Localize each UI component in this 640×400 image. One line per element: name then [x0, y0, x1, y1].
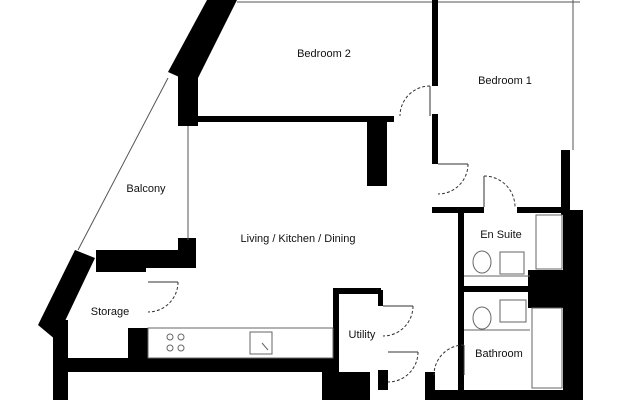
bathroom-basin-icon [499, 299, 527, 323]
wall-storage-top [96, 266, 146, 272]
bathtub-icon [531, 307, 563, 389]
label-bedroom-2: Bedroom 2 [297, 48, 351, 60]
wall-utility-left [333, 288, 339, 378]
wall-ensuite-left [458, 210, 464, 400]
wall-bedroom-divider [432, 0, 438, 86]
balcony-glass-line [77, 77, 169, 251]
door-storage-swing [147, 281, 179, 313]
doors [147, 85, 516, 383]
fixtures [147, 214, 563, 389]
wall-utility-top [333, 288, 381, 294]
ensuite-basin-icon [499, 251, 525, 275]
wall-bedroom2-bottom [178, 116, 394, 122]
label-living-kitchen-dining: Living / Kitchen / Dining [241, 233, 356, 245]
label-bathroom: Bathroom [475, 348, 523, 360]
wall-utility-right [378, 290, 383, 306]
wall-bottom-block [322, 372, 370, 400]
door-bedroom1-swing [437, 163, 469, 195]
ensuite-toilet-icon [472, 250, 492, 274]
kitchen-sink-icon [249, 331, 273, 355]
door-bedroom2-swing [399, 85, 431, 117]
kitchen-counter [147, 327, 334, 359]
door-ensuite-swing [483, 175, 516, 208]
room-labels: Bedroom 2 Bedroom 1 Balcony Living / Kit… [91, 48, 532, 360]
wall-balcony-sill [96, 250, 192, 268]
wall-right-upper [561, 150, 570, 215]
label-balcony: Balcony [126, 183, 166, 195]
wall-bottom-left [53, 358, 335, 372]
door-utility-swing [382, 305, 414, 337]
wall-bottom-right [432, 390, 567, 400]
wall-storage-right [128, 328, 148, 360]
walls [38, 0, 583, 400]
wall-column-left [178, 76, 198, 126]
label-utility: Utility [349, 329, 376, 341]
label-en-suite: En Suite [480, 229, 522, 241]
label-bedroom-1: Bedroom 1 [478, 75, 532, 87]
wall-diagonal-top [168, 0, 237, 84]
wall-ensuite-bottom [462, 286, 532, 292]
wall-right-exterior [563, 210, 583, 400]
ensuite-shower-icon [535, 214, 563, 270]
door-entrance-swing [387, 351, 419, 383]
wall-pillar [367, 118, 387, 186]
bathroom-toilet-icon [472, 306, 492, 330]
hob-icon [166, 333, 185, 352]
label-storage: Storage [91, 306, 130, 318]
wall-bedroom1-bottom-right [517, 207, 567, 213]
wall-utility-bottom [378, 370, 388, 390]
door-bathroom-swing [433, 344, 465, 376]
wall-diagonal-bottom [38, 250, 95, 340]
wall-hall-right [425, 372, 435, 400]
wall-bedroom-divider-lower [432, 114, 438, 164]
thin-lines [77, 0, 580, 251]
wall-right-notch [528, 270, 568, 308]
